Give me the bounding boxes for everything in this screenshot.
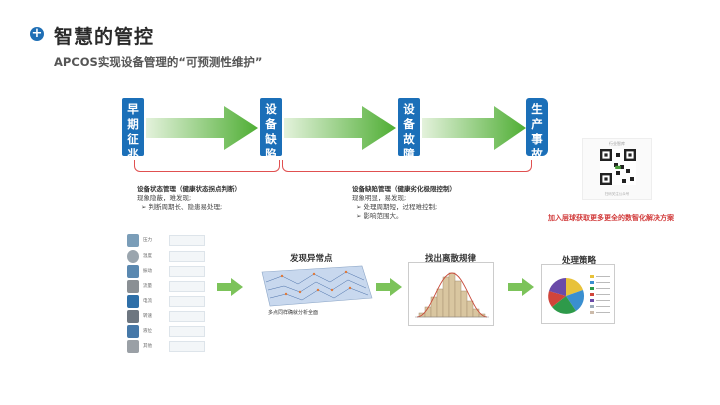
qr-code-icon (600, 149, 636, 185)
anomaly-surface-plot (261, 265, 373, 307)
sensor-label: 转速 (143, 314, 152, 319)
sensor-label: 电流 (143, 299, 152, 304)
sensor-row: 压力 (125, 234, 207, 248)
sensor-label: 振动 (143, 269, 152, 274)
sensor-waveform (169, 251, 205, 262)
desc-right-line1: 现象明显，易发现; (352, 194, 407, 202)
green-arrow-3 (422, 106, 526, 150)
current-sensor-icon (127, 295, 139, 308)
level-sensor-icon (127, 325, 139, 338)
sensor-waveform (169, 326, 205, 337)
histogram-chart (408, 262, 494, 326)
sensor-row: 其他 (125, 340, 207, 354)
speed-sensor-icon (127, 310, 139, 323)
flow-arrow-2 (376, 278, 402, 296)
histogram-title: 找出离散规律 (425, 254, 477, 264)
sensor-label: 流量 (143, 284, 152, 289)
sensor-waveform (169, 296, 205, 307)
qr-caption: 扫码关注公众号 (604, 192, 630, 196)
pie-chart (541, 264, 615, 324)
green-arrow-2 (284, 106, 396, 150)
brace-right (282, 160, 532, 172)
sensor-row: 液位 (125, 325, 207, 339)
desc-left: 设备状态管理（健康状态拐点判断） 现象隐蔽，难发现; ➢ 判断周期长、隐患易处理… (137, 185, 241, 211)
sensor-row: 电流 (125, 295, 207, 309)
sensor-waveform (169, 281, 205, 292)
qr-card[interactable]: 行业智库 扫码关注公众号 (582, 138, 652, 200)
desc-right-heading: 设备缺陷管理（健康劣化极限控制） (352, 185, 456, 193)
desc-right: 设备缺陷管理（健康劣化极限控制） 现象明显，易发现; ➢ 处理周期短，过程难控制… (352, 185, 456, 220)
desc-right-line2: 处理周期短，过程难控制; (363, 203, 438, 211)
sensor-label: 压力 (143, 238, 152, 243)
sensor-row: 振动 (125, 265, 207, 279)
misc-sensor-icon (127, 340, 139, 353)
brace-left (134, 160, 280, 172)
desc-left-line2: 判断周期长、隐患易处理; (148, 203, 223, 211)
scatter-title: 发现异常点 (290, 254, 333, 264)
desc-left-heading: 设备状态管理（健康状态拐点判断） (137, 185, 241, 193)
sensor-label: 温度 (143, 254, 152, 259)
sensor-waveform (169, 266, 205, 277)
stage-early-signs: 早期征兆 (122, 98, 144, 161)
pressure-sensor-icon (127, 234, 139, 247)
flow-meter-icon (127, 280, 139, 293)
sensor-waveform (169, 311, 205, 322)
sensor-row: 流量 (125, 280, 207, 294)
qr-label: 行业智库 (609, 141, 625, 146)
sensor-label: 液位 (143, 329, 152, 334)
vibration-sensor-icon (127, 265, 139, 278)
page-title: 智慧的管控 (54, 26, 155, 48)
sensor-panel: 压力 温度 振动 流量 电流 转速 液位 其他 (125, 232, 207, 354)
stage-defect: 设备缺陷 (260, 98, 282, 161)
plus-circle-icon: + (30, 26, 44, 41)
desc-right-line3: 影响范围大。 (363, 212, 403, 220)
sensor-waveform (169, 235, 205, 246)
stage-failure: 设备故障 (398, 98, 420, 161)
sensor-row: 温度 (125, 250, 207, 264)
sensor-label: 其他 (143, 344, 152, 349)
desc-left-line1: 现象隐蔽，难发现; (137, 194, 192, 202)
flow-arrow-1 (217, 278, 243, 296)
sensor-waveform (169, 341, 205, 352)
page-subtitle: APCOS实现设备管理的“可预测性维护” (54, 55, 263, 69)
flow-arrow-3 (508, 278, 534, 296)
sensor-row: 转速 (125, 310, 207, 324)
pie-svg (548, 275, 610, 314)
temperature-gauge-icon (127, 250, 139, 263)
histogram-svg (415, 272, 489, 318)
pie-title: 处理策略 (562, 256, 597, 266)
green-arrow-1 (146, 106, 258, 150)
scatter-caption: 多点同样确就分析全面 (268, 310, 319, 316)
stage-accident: 生产事故 (526, 98, 548, 161)
promo-text[interactable]: 加入层球获取更多更全的数智化解决方案 (548, 214, 674, 222)
